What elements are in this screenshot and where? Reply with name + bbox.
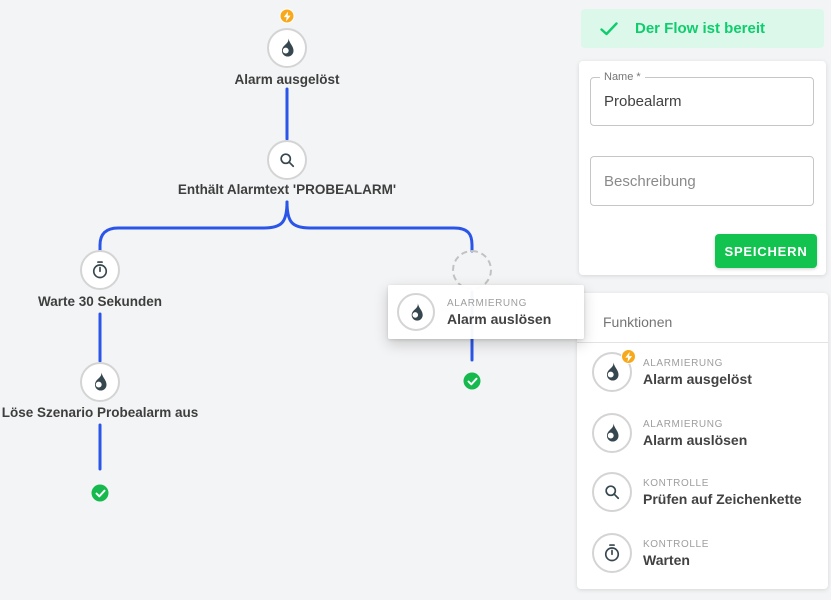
icon-wrap [592,533,632,573]
flame-icon [606,423,619,442]
icon-ring [592,533,632,573]
function-category: ALARMIERUNG [643,418,723,430]
node-warte[interactable] [80,250,120,290]
save-button[interactable]: SPEICHERN [715,234,817,268]
function-item-alarm-ausgeloest[interactable]: ALARMIERUNG Alarm ausgelöst [592,346,820,398]
search-icon [280,153,295,168]
flame-icon [606,362,619,381]
flow-end-check-right [463,372,481,390]
function-category: ALARMIERUNG [447,297,527,309]
check-icon [467,377,477,385]
node-enthaelt-alarmtext[interactable] [267,140,307,180]
node-label: Löse Szenario Probealarm aus [1,405,199,420]
function-title: Alarm auslösen [447,310,552,327]
function-category: ALARMIERUNG [643,357,723,369]
node-label: Alarm ausgelöst [234,72,340,87]
divider [577,342,828,343]
flow-end-check-left [91,484,109,502]
node-label: Warte 30 Sekunden [37,294,163,309]
icon-wrap [592,413,632,453]
timer-icon [92,261,108,279]
function-title: Prüfen auf Zeichenkette [643,490,802,507]
function-title: Alarm ausgelöst [643,370,752,387]
icon-ring [592,413,632,453]
check-icon [95,489,105,497]
function-category: KONTROLLE [643,538,709,550]
flame-icon [411,302,423,321]
function-item-alarm-ausloesen[interactable]: ALARMIERUNG Alarm auslösen [592,407,820,459]
function-item-warten[interactable]: KONTROLLE Warten [592,527,820,579]
lightning-icon [283,11,291,21]
node-label: Enthält Alarmtext 'PROBEALARM' [177,182,397,197]
description-input[interactable] [591,157,813,205]
node-alarm-ausgeloest[interactable] [267,28,307,68]
status-banner: Der Flow ist bereit [581,9,824,48]
description-field-wrap [590,156,814,206]
icon-wrap [592,349,636,392]
functions-panel: Funktionen ALARMIERUNG Alarm ausgelöst [577,293,828,589]
node-loese-szenario[interactable] [80,362,120,402]
flow-settings-form: Name * SPEICHERN [579,61,826,275]
icon-ring [592,472,632,512]
functions-panel-title: Funktionen [603,314,673,330]
icon-ring [397,293,435,331]
name-field-label: Name * [600,71,645,83]
function-title: Warten [643,551,690,568]
function-title: Alarm auslösen [643,431,748,448]
search-icon [605,485,620,500]
trigger-count-badge [279,8,295,24]
name-input[interactable] [591,78,813,125]
flame-icon [281,38,294,57]
check-icon [600,21,618,35]
dragged-function-card[interactable]: ALARMIERUNG Alarm auslösen [388,285,584,339]
timer-icon [604,544,620,562]
trigger-count-badge [621,349,636,364]
function-category: KONTROLLE [643,477,709,489]
status-banner-text: Der Flow ist bereit [635,20,766,37]
drop-target-circle[interactable] [452,250,492,290]
lightning-icon [624,351,632,362]
icon-wrap [592,472,632,512]
function-item-pruefen-auf-zeichenkette[interactable]: KONTROLLE Prüfen auf Zeichenkette [592,466,820,518]
flame-icon [94,372,107,391]
name-field-wrap: Name * [590,71,814,126]
